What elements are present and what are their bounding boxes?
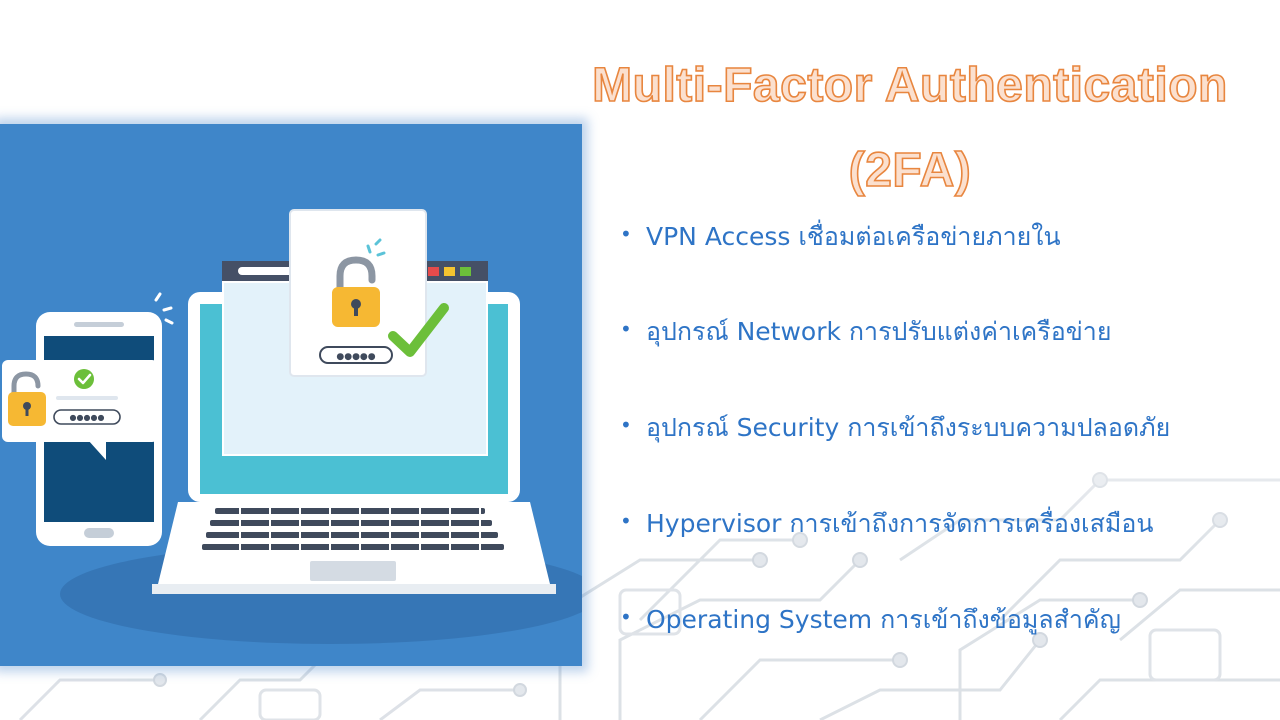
password-field-icon: ●●●●●: [53, 409, 121, 425]
laptop-lock-card: ●●●●●: [289, 209, 449, 377]
bullet-text: อุปกรณ์ Security การเข้าถึงระบบความปลอดภ…: [646, 413, 1171, 442]
mfa-illustration: ●●●●●: [0, 124, 582, 666]
bullet-text: Operating System การเข้าถึงข้อมูลสำคัญ: [646, 605, 1121, 634]
bullet-text: Hypervisor การเข้าถึงการจัดการเครื่องเสม…: [646, 509, 1154, 538]
padlock-icon: [8, 371, 46, 426]
bullet-item: • Operating System การเข้าถึงข้อมูลสำคัญ: [620, 600, 1270, 640]
bullet-dot: •: [620, 222, 632, 246]
bullet-item: • อุปกรณ์ Security การเข้าถึงระบบความปลอ…: [620, 408, 1270, 448]
bullet-item: • อุปกรณ์ Network การปรับแต่งค่าเครือข่า…: [620, 312, 1270, 352]
bullet-item: • Hypervisor การเข้าถึงการจัดการเครื่องเ…: [620, 504, 1270, 544]
bullet-dot: •: [620, 413, 632, 437]
bullet-dot: •: [620, 509, 632, 533]
bullet-text: อุปกรณ์ Network การปรับแต่งค่าเครือข่าย: [646, 317, 1112, 346]
checkmark-icon: [74, 369, 94, 389]
padlock-icon: [332, 256, 380, 327]
password-field-icon: ●●●●●: [319, 346, 393, 364]
checkmark-icon: [388, 303, 449, 357]
bullet-item: • VPN Access เชื่อมต่อเครือข่ายภายใน: [620, 217, 1270, 257]
slide-title-line-2: (2FA): [848, 143, 972, 198]
bullet-dot: •: [620, 317, 632, 341]
chat-bubble-icon: ●●●●●: [2, 360, 158, 460]
slide-title-line-1: Multi-Factor Authentication: [591, 58, 1228, 113]
bullet-dot: •: [620, 605, 632, 629]
bullet-text: VPN Access เชื่อมต่อเครือข่ายภายใน: [646, 222, 1061, 251]
password-mask: ●●●●●: [70, 413, 105, 422]
password-mask: ●●●●●: [336, 352, 375, 362]
